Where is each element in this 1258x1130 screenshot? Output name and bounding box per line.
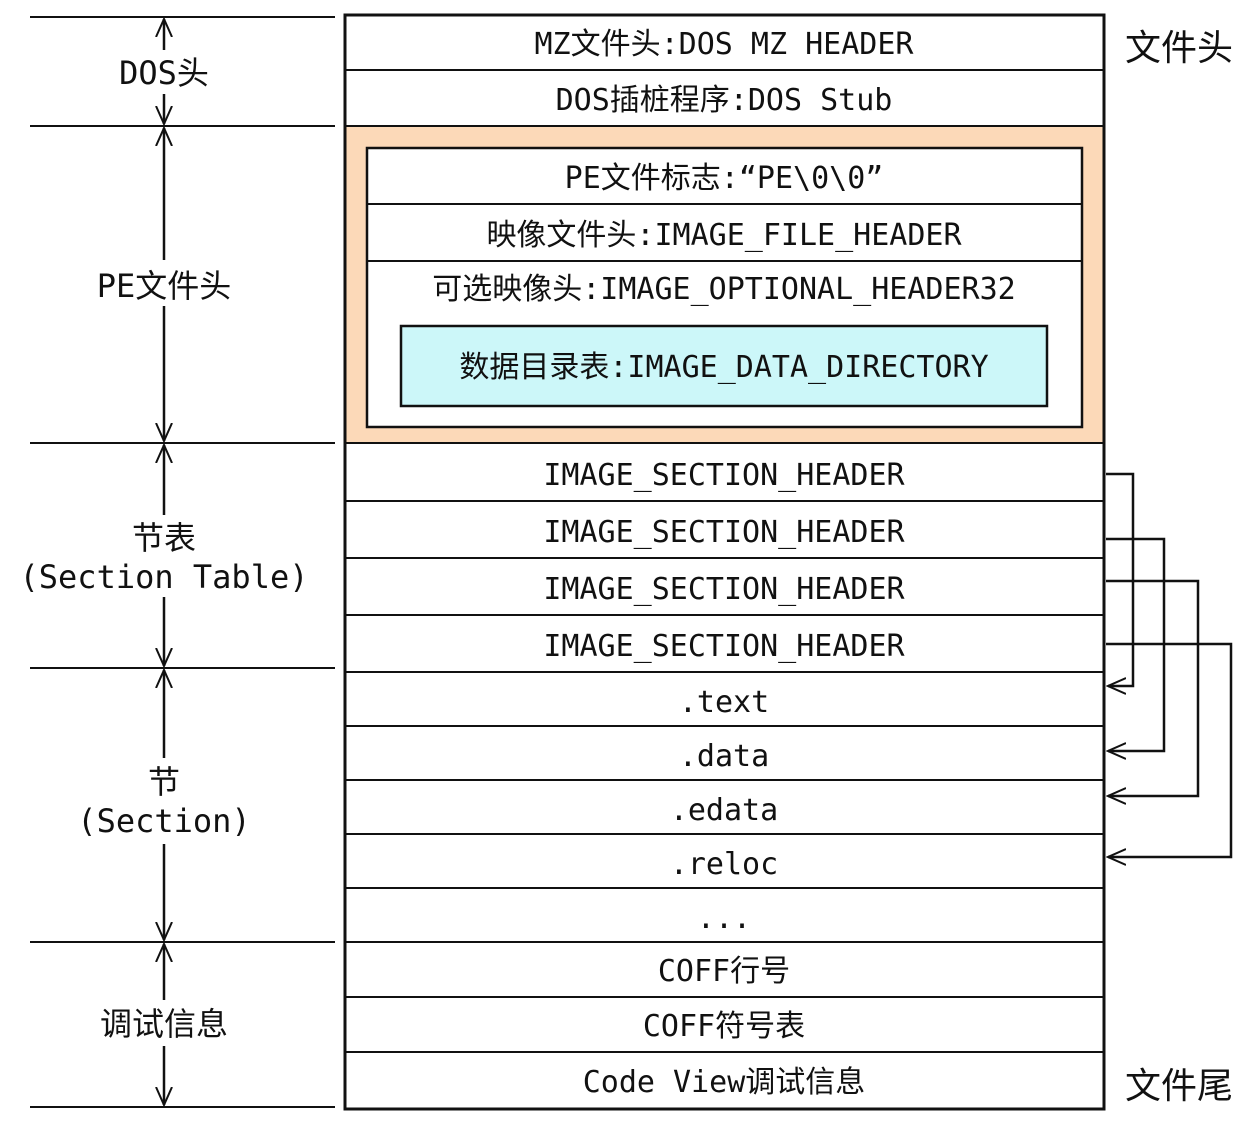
label-file-tail: 文件尾 <box>1125 1066 1233 1107</box>
pointer-sh4-to-reloc <box>1106 642 1233 857</box>
row-section-text: .text <box>679 685 769 720</box>
main-file-frame <box>343 13 1106 1111</box>
left-dividers <box>30 16 335 1108</box>
row-section-reloc: .reloc <box>670 847 778 882</box>
label-debug-info: 调试信息 <box>100 1005 228 1043</box>
row-codeview-debug: Code View调试信息 <box>583 1065 866 1100</box>
label-bg-dos <box>108 50 220 94</box>
label-pe-header: PE文件头 <box>97 267 232 305</box>
row-section-header-2: IMAGE_SECTION_HEADER <box>543 515 905 550</box>
left-labels: DOS头 PE文件头 节表 (Section Table) 节 (Section… <box>18 50 314 1046</box>
section-pointer-arrows <box>1106 472 1233 857</box>
row-section-header-4: IMAGE_SECTION_HEADER <box>543 629 905 664</box>
label-section-table-cn: 节表 <box>132 519 196 557</box>
row-coff-symbol-table: COFF符号表 <box>643 1009 805 1044</box>
label-bg-section <box>74 760 254 844</box>
label-dos-header: DOS头 <box>119 54 209 92</box>
row-section-header-3: IMAGE_SECTION_HEADER <box>543 572 905 607</box>
row-coff-line-numbers: COFF行号 <box>658 954 790 989</box>
label-section-cn: 节 <box>148 763 180 801</box>
label-section-table-en: (Section Table) <box>20 558 309 596</box>
row-section-ellipsis: ... <box>697 901 751 936</box>
row-optional-header: 可选映像头:IMAGE_OPTIONAL_HEADER32 <box>432 272 1015 307</box>
pointer-sh3-to-edata <box>1106 579 1200 796</box>
label-bg-pe <box>80 262 248 306</box>
label-bg-section-table <box>18 515 314 597</box>
label-section-en: (Section) <box>77 802 250 840</box>
label-bg-debug <box>80 1000 248 1046</box>
row-section-header-1: IMAGE_SECTION_HEADER <box>543 458 905 493</box>
main-row-texts: MZ文件头:DOS MZ HEADER DOS插桩程序:DOS Stub PE文… <box>432 27 1015 1100</box>
row-section-edata: .edata <box>670 793 778 828</box>
row-image-file-header: 映像文件头:IMAGE_FILE_HEADER <box>486 218 962 253</box>
row-mz-header: MZ文件头:DOS MZ HEADER <box>535 27 915 62</box>
data-directory-box <box>399 324 1049 408</box>
row-section-data: .data <box>679 739 769 774</box>
row-data-directory: 数据目录表:IMAGE_DATA_DIRECTORY <box>459 350 988 385</box>
label-file-head: 文件头 <box>1125 28 1233 69</box>
row-pe-signature: PE文件标志:“PE\0\0” <box>565 161 884 196</box>
main-row-dividers <box>345 69 1104 1053</box>
row-dos-stub: DOS插桩程序:DOS Stub <box>556 83 893 118</box>
